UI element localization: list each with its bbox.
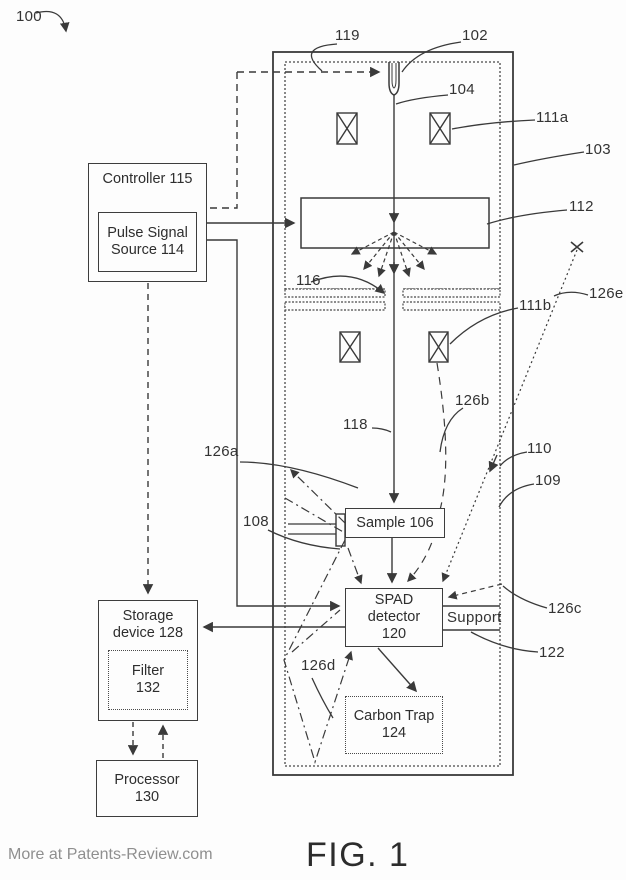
leader-108 [267, 529, 341, 550]
arrow-110-on-path [488, 454, 499, 473]
leader-116 [310, 275, 386, 294]
pump-symbol-lower-left [339, 331, 361, 363]
leader-109 [498, 483, 535, 508]
pump-symbol-upper-right-111a [429, 112, 451, 145]
leader-126c [502, 585, 548, 609]
partition-walls [284, 288, 501, 311]
pump-symbol-upper-left [336, 112, 358, 145]
valve-control-line-119 [208, 66, 381, 209]
leader-118 [371, 427, 392, 433]
leader-126b [439, 407, 464, 453]
leader-126a [239, 461, 359, 489]
photon-path-126e [441, 249, 578, 583]
leader-122 [470, 631, 539, 653]
scatter-path-126c [447, 583, 503, 600]
leader-112 [486, 209, 568, 225]
figure-caption: FIG. 1 [306, 836, 410, 874]
leader-103 [513, 151, 585, 166]
scatter-path-126b [407, 362, 447, 582]
spad-to-carbon-trap-line [377, 647, 418, 693]
leader-102 [401, 41, 462, 73]
storage-processor-lines [127, 722, 169, 758]
plate-112-box [300, 197, 490, 249]
nozzle-102 [388, 62, 400, 96]
scatter-paths-126a-126d [283, 469, 363, 764]
leader-111a [451, 119, 536, 130]
inner-chamber-upper [284, 61, 501, 290]
spray-arrows [350, 231, 438, 278]
leader-111b [449, 307, 519, 345]
leader-119 [310, 43, 338, 72]
inner-chamber-lower [284, 305, 501, 767]
pump-symbol-lower-right-111b [428, 331, 449, 363]
leader-126d [311, 677, 334, 719]
outer-chamber-box [272, 51, 514, 776]
leader-110 [499, 451, 528, 467]
pulse-source-to-spad-line [197, 239, 341, 612]
watermark-text: More at Patents-Review.com [8, 846, 213, 863]
leader-126e [553, 291, 589, 297]
leader-100 [35, 10, 70, 33]
support-band-122 [443, 605, 500, 631]
sample-feed-lines-108 [288, 523, 336, 535]
leader-104 [395, 94, 449, 105]
sample-beam-line [386, 95, 400, 584]
photon-source-x-mark [570, 241, 584, 253]
leader-curves [35, 10, 589, 719]
